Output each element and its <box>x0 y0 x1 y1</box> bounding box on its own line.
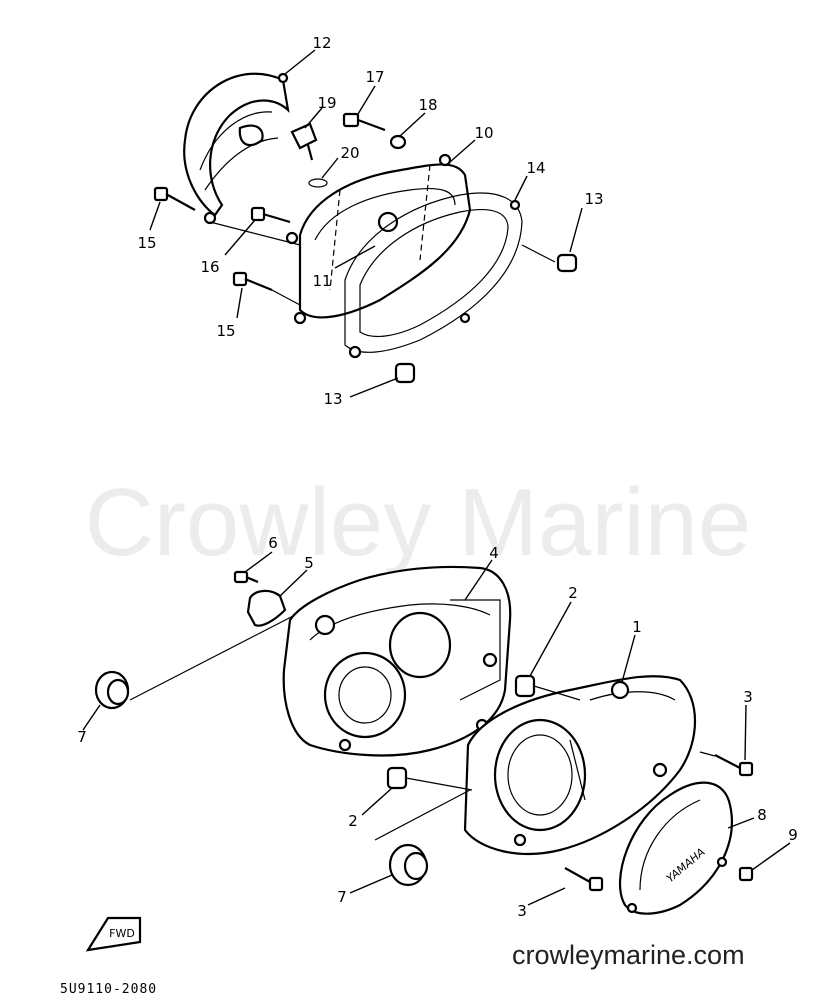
callout-7-upper: 7 <box>77 728 87 746</box>
bolt-16 <box>250 206 291 224</box>
part-4-crankcase <box>282 565 512 757</box>
callout-15-lower: 15 <box>216 322 235 340</box>
dowel-13-upper <box>556 253 578 273</box>
callout-3-upper: 3 <box>743 688 753 706</box>
bolt-15-upper <box>153 186 196 211</box>
callout-11: 11 <box>312 272 331 290</box>
clamp-5 <box>246 589 287 627</box>
callout-3-lower: 3 <box>517 902 527 920</box>
callout-12: 12 <box>312 34 331 52</box>
callout-16: 16 <box>200 258 219 276</box>
part-8-cover: YAMAHA <box>618 781 733 915</box>
dowel-13-lower <box>394 362 416 384</box>
leader-lines-upper <box>149 49 583 398</box>
callout-9: 9 <box>788 826 798 844</box>
callout-13-upper: 13 <box>584 190 603 208</box>
bolt-17 <box>342 112 386 132</box>
bolt-15-lower <box>232 271 273 292</box>
part-19-fitting <box>290 122 318 161</box>
part-18-washer <box>389 134 407 150</box>
oil-seal-7-lower <box>388 843 429 887</box>
callout-1: 1 <box>632 618 642 636</box>
dowel-2-lower <box>386 766 408 790</box>
callout-20: 20 <box>340 144 359 162</box>
callout-6: 6 <box>268 534 278 552</box>
callout-2-lower: 2 <box>348 812 358 830</box>
callout-14: 14 <box>526 159 545 177</box>
callout-7-lower: 7 <box>337 888 347 906</box>
oil-seal-7-upper <box>94 670 130 710</box>
callout-18: 18 <box>418 96 437 114</box>
part-14-gasket <box>344 192 523 359</box>
leader-lines-lower <box>82 551 791 906</box>
callout-19: 19 <box>317 94 336 112</box>
callout-10: 10 <box>474 124 493 142</box>
screw-9 <box>738 866 754 882</box>
drawing-code: 5U9110-2080 <box>60 982 158 997</box>
part-20-oring <box>308 178 328 188</box>
callout-15-upper: 15 <box>137 234 156 252</box>
part-1-crankcase <box>463 675 696 856</box>
dowel-2-upper <box>514 674 536 698</box>
fwd-arrow-label: FWD <box>109 927 135 940</box>
bolt-3-lower <box>564 867 604 892</box>
footer-website: crowleymarine.com <box>512 940 745 970</box>
watermark-text: Crowley Marine <box>85 469 752 576</box>
callout-2-upper: 2 <box>568 584 578 602</box>
fwd-arrow: FWD <box>85 916 142 952</box>
bolt-3-upper <box>714 754 754 777</box>
callout-8: 8 <box>757 806 767 824</box>
part-12-shroud <box>183 72 290 225</box>
callout-13-lower: 13 <box>323 390 342 408</box>
part-10-cover <box>285 153 472 325</box>
callout-17: 17 <box>365 68 384 86</box>
callout-5: 5 <box>304 554 314 572</box>
screw-6 <box>233 570 259 584</box>
callout-4: 4 <box>489 544 499 562</box>
